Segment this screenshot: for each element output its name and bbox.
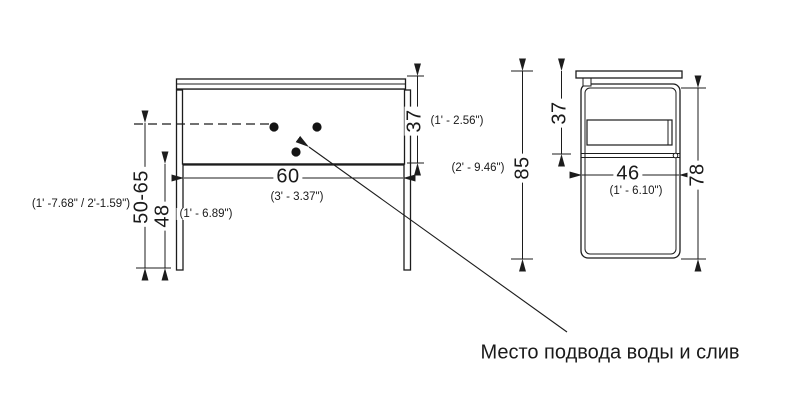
dim-leg-height-value: 48 [152,201,174,231]
dim-body-height-value: 37 [404,106,426,136]
dim-depth-value: 46 [613,163,643,185]
callout-text: Место подвода воды и слив [480,341,740,364]
water-point-right [312,122,322,132]
side-drawer [586,119,673,146]
dim-width-imperial: (3' - 3.37") [270,190,324,203]
dim-total-height-imperial: (2' - 9.46") [451,161,505,174]
dim-leg-height-imperial: (1' - 6.89") [176,207,236,221]
dim-cabinet-height-value: 78 [687,160,709,190]
side-countertop-bracket [582,77,592,87]
callout-leader-arrow [295,135,568,333]
side-body-inner [584,87,677,255]
front-view [134,78,412,271]
dim-height-range-value: 50-65 [131,167,153,227]
side-knob [672,152,679,159]
dim-body-height-imperial: (1' - 2.56") [430,114,484,127]
side-countertop [575,70,683,79]
water-point-left [269,122,279,132]
water-drain-points [269,122,322,157]
drain-point [291,147,301,157]
dim-total-height-value: 85 [512,153,534,183]
dim-depth-imperial: (1' - 6.10") [606,184,666,198]
dim-upper-height-value: 37 [549,98,571,128]
dim-width-value: 60 [273,166,303,188]
dim-height-range-imperial: (1' -7.68" / 2'-1.59") [31,197,131,210]
